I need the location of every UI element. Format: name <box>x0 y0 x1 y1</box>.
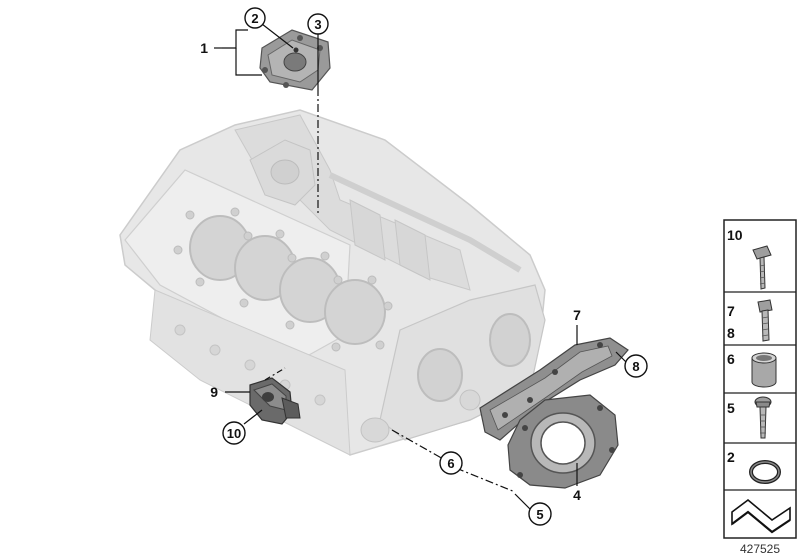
legend-label-8: 8 <box>727 325 735 341</box>
sensor-part <box>249 377 301 425</box>
bracket-part <box>259 29 331 91</box>
legend-row-6: 6 <box>727 351 777 388</box>
carrier-gasket-part <box>479 337 629 441</box>
legend-label-7: 7 <box>727 303 735 319</box>
callout-3-badge: 3 <box>307 13 329 35</box>
callout-8-badge: 8 <box>624 354 648 378</box>
legend-row-5: 5 <box>727 396 772 439</box>
legend-label-10: 10 <box>727 227 743 243</box>
legend-label-2: 2 <box>727 449 735 465</box>
stud-bolt-icon <box>757 299 773 342</box>
callout-1: 1 <box>200 40 208 56</box>
callout-5: 5 <box>536 507 543 522</box>
callout-4: 4 <box>573 487 581 503</box>
seal-carrier-part <box>507 394 619 489</box>
callout-3: 3 <box>314 17 321 32</box>
diagram-id: 427525 <box>740 542 780 556</box>
dowel-sleeve-icon <box>751 352 777 388</box>
seal-profile-icon <box>731 498 791 534</box>
legend-label-5: 5 <box>727 400 735 416</box>
callout-5-badge: 5 <box>528 502 552 526</box>
legend-row-2: 2 <box>727 449 781 484</box>
callout-6-badge: 6 <box>439 451 463 475</box>
callout-2: 2 <box>251 11 258 26</box>
callout-10: 10 <box>227 426 241 441</box>
legend-row-7-8: 7 8 <box>727 299 773 342</box>
legend-label-6: 6 <box>727 351 735 367</box>
leader-lines <box>214 23 627 510</box>
callout-9: 9 <box>210 384 218 400</box>
bolt-icon <box>752 245 772 290</box>
legend-row-seal <box>731 498 791 534</box>
callout-2-badge: 2 <box>244 7 266 29</box>
callout-10-badge: 10 <box>222 421 246 445</box>
engine-block <box>119 109 546 456</box>
callout-6: 6 <box>447 456 454 471</box>
callout-7: 7 <box>573 307 581 323</box>
screw-icon <box>754 396 772 439</box>
callout-8: 8 <box>632 359 639 374</box>
o-ring-icon <box>749 460 781 484</box>
parts-legend: 10 7 8 <box>723 219 797 539</box>
legend-row-10: 10 <box>727 227 772 290</box>
